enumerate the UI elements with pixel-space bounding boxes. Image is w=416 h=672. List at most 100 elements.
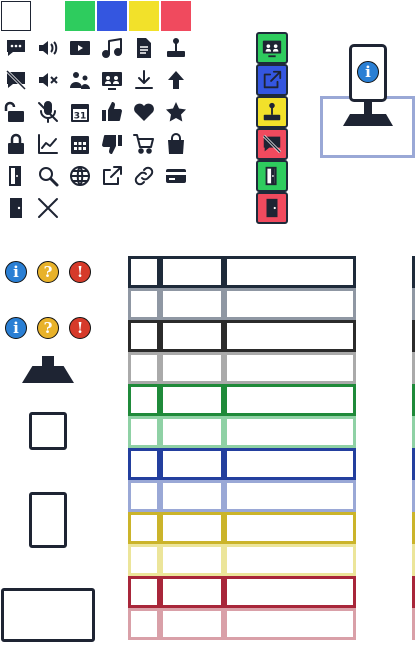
- frame-red-weak-edge: [412, 608, 416, 640]
- frame-blue-weak-d: [256, 480, 288, 512]
- frame-red-weak-a: [128, 608, 160, 640]
- tile-screen-share-icon: [256, 32, 288, 64]
- swatch-white: [1, 1, 31, 31]
- frame-green-weak-a: [128, 416, 160, 448]
- search-icon: [36, 164, 60, 188]
- frame-yellow-weak-c: [224, 544, 256, 576]
- frame-grey-weak-d: [256, 352, 288, 384]
- frame-red-weak-b: [160, 608, 224, 640]
- pedestal-base: [22, 366, 74, 383]
- frame-yellow-strong-edge: [412, 512, 416, 544]
- frame-black-weak-c: [224, 288, 256, 320]
- frame-black-weak-d: [256, 288, 288, 320]
- bag-icon: [164, 132, 188, 156]
- frame-green-weak-f: [320, 416, 356, 448]
- frame-green-strong-e: [288, 384, 320, 416]
- frame-blue-strong-d: [256, 448, 288, 480]
- frame-grey-weak-edge: [412, 352, 416, 384]
- frame-black-weak-a: [128, 288, 160, 320]
- frame-grey-strong-d: [256, 320, 288, 352]
- frame-yellow-strong-f: [320, 512, 356, 544]
- frame-green-strong-d: [256, 384, 288, 416]
- frame-yellow-strong-e: [288, 512, 320, 544]
- globe-icon: [68, 164, 92, 188]
- kiosk-info-icon: i: [357, 61, 379, 83]
- question-badge: ?: [37, 261, 59, 283]
- frame-black-strong-b: [160, 256, 224, 288]
- users-icon: [68, 68, 92, 92]
- cart-icon: [132, 132, 156, 156]
- frame-red-strong-edge: [412, 576, 416, 608]
- credit-card-icon: [164, 164, 188, 188]
- speaker-mute-icon: [36, 68, 60, 92]
- frame-green-strong-b: [160, 384, 224, 416]
- tall-frame: [29, 492, 67, 548]
- tile-door-icon: [256, 192, 288, 224]
- frame-yellow-weak-edge: [412, 544, 416, 576]
- lock-icon: [4, 132, 28, 156]
- video-icon: [68, 36, 92, 60]
- alert-badge: !: [69, 261, 91, 283]
- frame-black-weak-b: [160, 288, 224, 320]
- frame-red-strong-e: [288, 576, 320, 608]
- document-icon: [132, 36, 156, 60]
- frame-blue-strong-e: [288, 448, 320, 480]
- chat-off-icon: [4, 68, 28, 92]
- frame-black-strong-a: [128, 256, 160, 288]
- frame-red-weak-d: [256, 608, 288, 640]
- swatch-blue: [97, 1, 127, 31]
- tile-exit-door-icon: [256, 160, 288, 192]
- frame-grey-weak-a: [128, 352, 160, 384]
- frame-red-strong-a: [128, 576, 160, 608]
- frame-red-weak-c: [224, 608, 256, 640]
- frame-black-strong-e: [288, 256, 320, 288]
- frame-yellow-weak-d: [256, 544, 288, 576]
- music-icon: [100, 36, 124, 60]
- wide-frame: [1, 588, 95, 642]
- unlock-icon: [4, 100, 28, 124]
- alert-badge-2: !: [69, 317, 91, 339]
- frame-grey-strong-f: [320, 320, 356, 352]
- frame-red-weak-f: [320, 608, 356, 640]
- speaker-icon: [36, 36, 60, 60]
- svg-text:31: 31: [74, 112, 87, 122]
- frame-blue-weak-f: [320, 480, 356, 512]
- frame-green-weak-b: [160, 416, 224, 448]
- question-badge-2: ?: [37, 317, 59, 339]
- swatch-yellow: [129, 1, 159, 31]
- frame-black-weak-edge: [412, 288, 416, 320]
- frame-blue-strong-a: [128, 448, 160, 480]
- frame-grey-weak-c: [224, 352, 256, 384]
- kiosk-base: [343, 114, 393, 126]
- frame-blue-weak-e: [288, 480, 320, 512]
- kiosk-post: [364, 100, 372, 114]
- frame-grey-weak-b: [160, 352, 224, 384]
- frame-blue-weak-c: [224, 480, 256, 512]
- frame-blue-strong-f: [320, 448, 356, 480]
- frame-red-strong-f: [320, 576, 356, 608]
- frame-green-strong-edge: [412, 384, 416, 416]
- frame-green-strong-f: [320, 384, 356, 416]
- frame-red-strong-c: [224, 576, 256, 608]
- star-icon: [164, 100, 188, 124]
- external-link-icon: [100, 164, 124, 188]
- download-icon: [132, 68, 156, 92]
- door-icon: [4, 196, 28, 220]
- pedestal-top: [42, 356, 54, 368]
- calendar-icon: 31: [68, 100, 92, 124]
- frame-blue-weak-b: [160, 480, 224, 512]
- frame-grey-strong-c: [224, 320, 256, 352]
- chat-icon: [4, 36, 28, 60]
- frame-yellow-weak-f: [320, 544, 356, 576]
- swatch-red: [161, 1, 191, 31]
- frame-green-weak-c: [224, 416, 256, 448]
- frame-blue-strong-b: [160, 448, 224, 480]
- frame-black-weak-e: [288, 288, 320, 320]
- frame-grey-weak-e: [288, 352, 320, 384]
- frame-yellow-weak-e: [288, 544, 320, 576]
- frame-black-strong-d: [256, 256, 288, 288]
- heart-icon: [132, 100, 156, 124]
- frame-green-weak-edge: [412, 416, 416, 448]
- tile-chat-off-icon: [256, 128, 288, 160]
- thumbs-down-icon: [100, 132, 124, 156]
